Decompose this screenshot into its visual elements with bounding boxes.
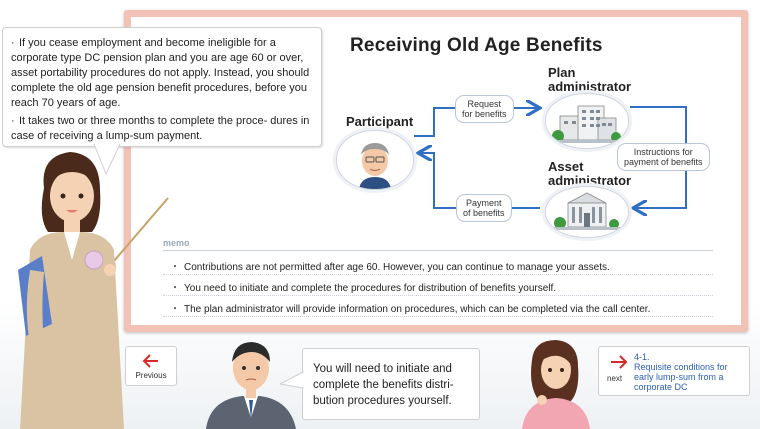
- memo-item-text: You need to initiate and complete the pr…: [184, 283, 557, 294]
- memo-item: ・You need to initiate and complete the p…: [170, 283, 557, 294]
- woman-thinking-illustration: [522, 340, 590, 429]
- next-topic: 4-1. Requisite conditions for early lump…: [634, 352, 746, 392]
- request-benefits-label: Request for benefits: [455, 95, 514, 123]
- man-speech-bubble: You will need to initiate and complete t…: [302, 348, 480, 420]
- memo-item-text: Contributions are not permitted after ag…: [184, 262, 610, 273]
- next-button[interactable]: next 4-1. Requisite conditions for early…: [598, 346, 750, 396]
- request-line1: Request: [467, 99, 502, 109]
- forward-arrow-icon: [611, 355, 628, 369]
- back-arrow-icon: [142, 354, 158, 368]
- plan-admin-label: Plan administrator: [548, 66, 631, 94]
- payment-benefits-label: Payment of benefits: [456, 194, 512, 222]
- memo-item: ・The plan administrator will provide inf…: [170, 304, 651, 315]
- bubble-paragraph-1-text: If you cease employment and become ineli…: [11, 37, 310, 109]
- request-line2: for benefits: [462, 109, 507, 119]
- instructions-payment-label: Instructions for payment of benefits: [617, 143, 710, 171]
- memo-item: ・Contributions are not permitted after a…: [170, 262, 610, 273]
- participant-node: [336, 130, 414, 190]
- plan-admin-node: [545, 93, 629, 149]
- participant-face-icon: [359, 143, 391, 189]
- man-speech-text: You will need to initiate and complete t…: [313, 363, 454, 407]
- payment-line2: of benefits: [463, 208, 505, 218]
- instructions-line1: Instructions for: [633, 147, 693, 157]
- memo-title: memo: [163, 238, 190, 248]
- man-illustration: [206, 342, 296, 429]
- next-topic-title: Requisite conditions for early lump-sum …: [634, 362, 728, 392]
- next-label: next: [607, 374, 623, 383]
- memo-divider: [163, 250, 713, 251]
- plan-admin-label-line1: Plan: [548, 65, 576, 80]
- plan-admin-label-line2: administrator: [548, 79, 632, 94]
- payment-line1: Payment: [466, 198, 502, 208]
- bubble-paragraph-2: ·It takes two or three months to complet…: [11, 115, 310, 142]
- asset-admin-label: Asset administrator: [548, 160, 631, 188]
- memo-separator: [163, 295, 713, 296]
- man-bubble-tail: [280, 371, 304, 389]
- speech-bubble-tail: [93, 144, 121, 176]
- bubble-paragraph-2-text: It takes two or three months to complete…: [11, 115, 310, 142]
- office-buildings-icon: [552, 105, 621, 143]
- participant-label: Participant: [346, 114, 414, 129]
- asset-admin-label-line2: administrator: [548, 173, 632, 188]
- bank-building-icon: [554, 192, 620, 230]
- asset-admin-label-line1: Asset: [548, 159, 584, 174]
- next-topic-number: 4-1.: [634, 352, 650, 362]
- memo-separator: [163, 316, 713, 317]
- memo-item-text: The plan administrator will provide info…: [184, 304, 651, 315]
- previous-button[interactable]: Previous: [125, 346, 177, 386]
- bubble-paragraph-1: ·If you cease employment and become inel…: [11, 37, 310, 109]
- explanation-speech-bubble: ·If you cease employment and become inel…: [2, 27, 322, 147]
- asset-admin-node: [545, 186, 629, 238]
- memo-separator: [163, 274, 713, 275]
- instructions-line2: payment of benefits: [624, 157, 703, 167]
- previous-label: Previous: [135, 371, 167, 380]
- presenter-woman-illustration: [18, 152, 169, 429]
- page-title: Receiving Old Age Benefits: [350, 35, 603, 56]
